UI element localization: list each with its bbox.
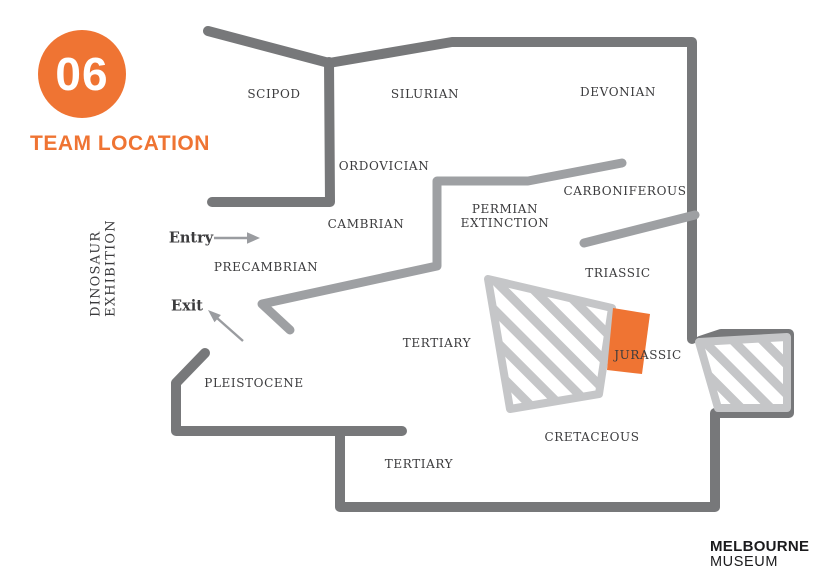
wall-cambrian-permian xyxy=(257,158,627,335)
room-label-precambrian: PRECAMBRIAN xyxy=(213,260,319,275)
wall-bottom-left xyxy=(171,348,407,436)
team-location-jurassic-marker xyxy=(607,308,650,374)
wall-top-and-right xyxy=(203,26,697,344)
room-label-scipod: SCIPOD xyxy=(247,87,301,102)
room-label-cretaceous: CRETACEOUS xyxy=(544,430,640,445)
dinosaur-exhibition-label: DINOSAUR EXHIBITION xyxy=(88,219,118,317)
wall-carboniferous-triassic xyxy=(579,210,700,248)
room-label-triassic: TRIASSIC xyxy=(585,266,651,281)
interior-walls xyxy=(257,158,700,335)
entry-arrow-icon xyxy=(214,232,260,244)
team-number: 06 xyxy=(55,48,109,100)
room-label-pleistocene: PLEISTOCENE xyxy=(204,376,304,391)
brand-line-1: MELBOURNE xyxy=(710,538,810,555)
team-number-badge: 06 xyxy=(38,30,126,118)
room-label-tertiary-upper: TERTIARY xyxy=(402,336,472,351)
hatched-area-right-pocket xyxy=(695,333,791,412)
room-label-devonian: DEVONIAN xyxy=(580,85,656,100)
room-label-permian-extinction: PERMIAN EXTINCTION xyxy=(460,202,550,230)
wall-bottom-and-pocket xyxy=(335,329,794,512)
melbourne-museum-logo: MELBOURNE MUSEUM xyxy=(710,539,809,570)
exit-arrow-icon xyxy=(208,310,244,342)
room-label-jurassic: JURASSIC xyxy=(614,348,682,363)
hatched-area-tertiary xyxy=(484,275,616,413)
room-label-silurian: SILURIAN xyxy=(390,87,460,102)
page-title: TEAM LOCATION xyxy=(30,132,210,155)
room-label-ordovician: ORDOVICIAN xyxy=(338,159,430,174)
exit-label: Exit xyxy=(171,297,203,315)
entry-label: Entry xyxy=(168,229,214,247)
outer-walls xyxy=(171,26,794,512)
wall-scipod-divider xyxy=(207,57,335,207)
room-label-cambrian: CAMBRIAN xyxy=(327,217,405,232)
brand-line-2: MUSEUM xyxy=(710,554,779,570)
hatched-areas xyxy=(484,275,791,413)
room-label-tertiary-lower: TERTIARY xyxy=(384,457,454,472)
room-label-carboniferous: CARBONIFEROUS xyxy=(563,184,687,199)
